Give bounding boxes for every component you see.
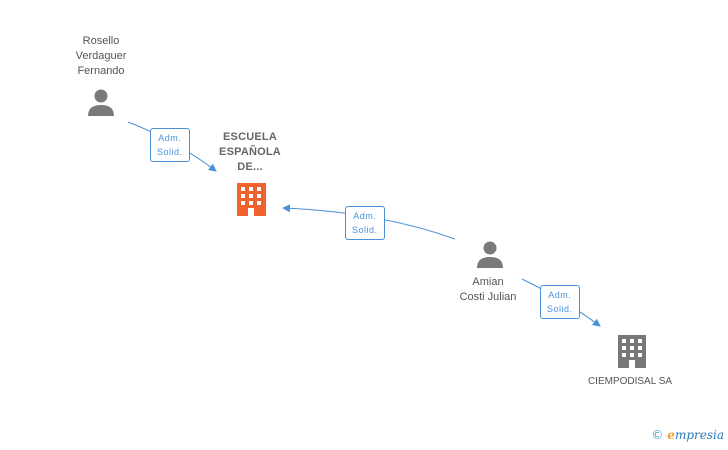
empresia-logo: ©empresia bbox=[651, 428, 724, 442]
person-icon[interactable] bbox=[477, 241, 503, 269]
person-label-amian[interactable]: Amian Costi Julian bbox=[459, 276, 517, 303]
brand-name: mpresia bbox=[674, 428, 724, 442]
copyright-symbol: © bbox=[651, 428, 664, 442]
edge-label-adm-solid: Adm. Solid. bbox=[150, 128, 190, 162]
person-icon[interactable] bbox=[88, 89, 114, 117]
company-label-ciempodisal[interactable]: CIEMPODISAL SA bbox=[587, 376, 673, 387]
brand-initial: e bbox=[667, 428, 675, 442]
building-icon[interactable] bbox=[618, 335, 646, 368]
edge-label-adm-solid: Adm. Solid. bbox=[540, 285, 580, 319]
company-label-escuela[interactable]: ESCUELA ESPAÑOLA DE... bbox=[219, 131, 281, 173]
building-icon[interactable] bbox=[237, 183, 266, 216]
person-label-rosello[interactable]: Rosello Verdaguer Fernando bbox=[75, 35, 127, 77]
edge-label-adm-solid: Adm. Solid. bbox=[345, 206, 385, 240]
